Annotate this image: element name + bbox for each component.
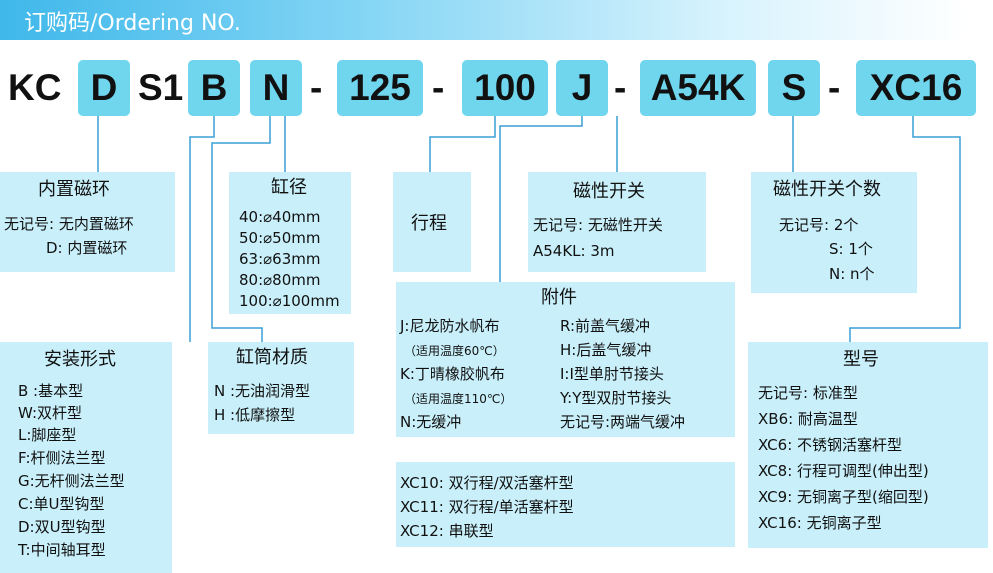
accessory-right-1: R:前盖气缓冲: [560, 317, 651, 335]
code-s-box: S: [768, 60, 820, 116]
switch-box: 磁性开关 无记号: 无磁性开关 A54KL: 3m: [528, 172, 706, 272]
bore-item-100: 100:⌀100mm: [239, 292, 340, 310]
bore-item-80: 80:⌀80mm: [239, 271, 321, 289]
code-stroke-box: 100: [462, 60, 548, 116]
xc-options-box: XC10: 双行程/双活塞杆型 XC11: 双行程/单活塞杆型 XC12: 串联…: [396, 462, 735, 547]
bore-item-50: 50:⌀50mm: [239, 229, 321, 247]
mount-item-c: C:单U型钩型: [18, 495, 105, 513]
mount-box: 安装形式 B :基本型 W:双杆型 L:脚座型 F:杆侧法兰型 G:无杆侧法兰型…: [0, 342, 172, 573]
accessory-left-2: （适用温度60℃）: [404, 344, 505, 358]
mount-item-g: G:无杆侧法兰型: [18, 472, 125, 490]
code-kc: KC: [8, 67, 62, 108]
switch-count-title: 磁性开关个数: [773, 179, 881, 200]
code-bore-box: 125: [337, 60, 423, 116]
code-switch-box: A54K: [640, 60, 756, 116]
code-dash-4: -: [828, 67, 841, 108]
switch-count-box: 磁性开关个数 无记号: 2个 S: 1个 N: n个: [751, 172, 917, 293]
switch-line-2: A54KL: 3m: [533, 242, 615, 260]
mount-item-b: B :基本型: [18, 382, 84, 400]
xc-line-2: XC11: 双行程/单活塞杆型: [400, 498, 574, 516]
tube-title: 缸筒材质: [236, 347, 308, 368]
magnet-line-2: D: 内置磁环: [46, 239, 128, 257]
code-s1: S1: [138, 67, 184, 108]
bore-title: 缸径: [271, 177, 307, 198]
accessory-left-3: K:丁晴橡胶帆布: [400, 365, 505, 383]
switch-count-line-3: N: n个: [829, 265, 875, 283]
code-j-box: J: [556, 60, 608, 116]
mount-item-w: W:双杆型: [18, 404, 83, 422]
code-dash-2: -: [432, 67, 445, 108]
code-b-box: B: [188, 60, 240, 116]
accessory-left-1: J:尼龙防水帆布: [400, 317, 500, 335]
code-n-box: N: [250, 60, 302, 116]
magnet-box: 内置磁环 无记号: 无内置磁环 D: 内置磁环: [0, 172, 175, 272]
mount-item-t: T:中间轴耳型: [18, 541, 106, 559]
xc-line-3: XC12: 串联型: [400, 522, 494, 540]
accessory-right-5: 无记号:两端气缓冲: [560, 413, 686, 431]
code-xc-box: XC16: [856, 60, 976, 116]
accessory-right-4: Y:Y型双肘节接头: [560, 389, 672, 407]
model-item-xc16: XC16: 无铜离子型: [758, 514, 882, 532]
tube-box: 缸筒材质 N :无油润滑型 H :低摩擦型: [208, 342, 354, 434]
code-dash-3: -: [614, 67, 627, 108]
model-item-xc8: XC8: 行程可调型(伸出型): [758, 462, 929, 480]
switch-line-1: 无记号: 无磁性开关: [533, 216, 663, 234]
header-banner: 订购码/Ordering NO.: [0, 0, 970, 40]
model-item-xb6: XB6: 耐高温型: [758, 410, 858, 428]
accessory-left-4: （适用温度110℃）: [404, 392, 513, 406]
accessory-right-3: I:I型单肘节接头: [560, 365, 664, 383]
mount-title: 安装形式: [44, 349, 116, 370]
tube-line-2: H :低摩擦型: [214, 406, 296, 424]
accessory-box: 附件 J:尼龙防水帆布 （适用温度60℃） K:丁晴橡胶帆布 （适用温度110℃…: [396, 282, 735, 437]
line-accessory: [499, 116, 583, 282]
magnet-title: 内置磁环: [38, 179, 110, 200]
bore-box: 缸径 40:⌀40mm 50:⌀50mm 63:⌀63mm 80:⌀80mm 1…: [229, 172, 351, 314]
line-model: [849, 116, 961, 342]
model-box: 型号 无记号: 标准型 XB6: 耐高温型 XC6: 不锈钢活塞杆型 XC8: …: [748, 342, 988, 548]
magnet-line-1: 无记号: 无内置磁环: [4, 215, 134, 233]
code-dash-1: -: [310, 67, 323, 108]
xc-line-1: XC10: 双行程/双活塞杆型: [400, 474, 574, 492]
switch-count-line-2: S: 1个: [829, 240, 873, 258]
line-tube: [211, 116, 271, 342]
line-stroke: [429, 116, 496, 172]
stroke-title: 行程: [411, 213, 447, 234]
mount-item-l: L:脚座型: [18, 426, 77, 444]
accessory-right-2: H:后盖气缓冲: [560, 341, 652, 359]
bore-item-40: 40:⌀40mm: [239, 208, 321, 226]
code-d-box: D: [78, 60, 130, 116]
stroke-box: 行程: [393, 172, 471, 272]
model-item-standard: 无记号: 标准型: [758, 384, 858, 402]
mount-item-d: D:双U型钩型: [18, 518, 106, 536]
switch-title: 磁性开关: [573, 181, 645, 202]
mount-item-f: F:杆侧法兰型: [18, 449, 106, 467]
accessory-title: 附件: [541, 287, 577, 308]
header-title: 订购码/Ordering NO.: [24, 11, 241, 36]
model-item-xc6: XC6: 不锈钢活塞杆型: [758, 436, 903, 454]
line-mount: [189, 116, 215, 342]
tube-line-1: N :无油润滑型: [214, 382, 311, 400]
switch-count-line-1: 无记号: 2个: [779, 216, 859, 234]
model-title: 型号: [843, 349, 879, 370]
model-item-xc9: XC9: 无铜离子型(缩回型): [758, 488, 929, 506]
accessory-left-5: N:无缓冲: [400, 413, 462, 431]
bore-item-63: 63:⌀63mm: [239, 250, 321, 268]
